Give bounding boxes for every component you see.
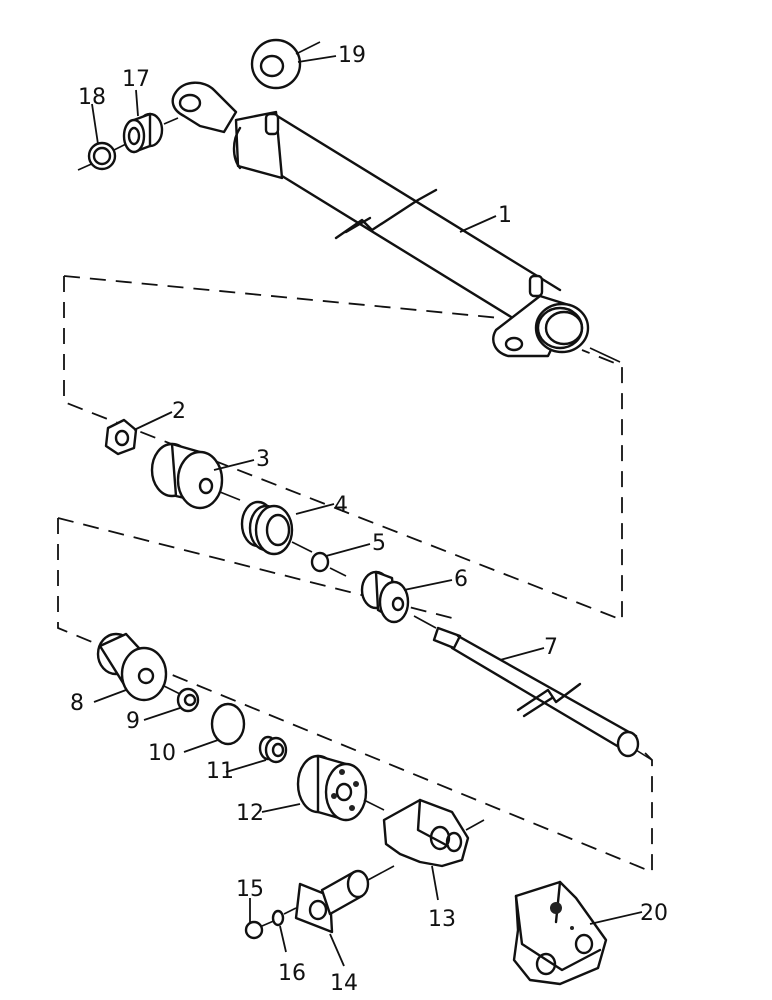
piston-rod-icon — [413, 615, 653, 761]
callout-label-5: 5 — [372, 531, 386, 556]
bushing-icon — [360, 570, 410, 624]
screw-icon — [244, 919, 277, 940]
callout-label-19: 19 — [338, 43, 366, 68]
callout-label-1: 1 — [498, 203, 512, 228]
callout-label-10: 10 — [148, 741, 176, 766]
bushing-icon — [122, 112, 179, 154]
clevis-icon — [382, 798, 485, 868]
washer-icon — [250, 38, 321, 90]
snap-ring-icon — [77, 141, 127, 171]
piston-icon — [150, 442, 241, 510]
callout-label-18: 18 — [78, 85, 106, 110]
callout-label-7: 7 — [544, 635, 558, 660]
callout-label-8: 8 — [70, 691, 84, 716]
o-ring-icon — [310, 551, 347, 577]
washer-icon — [271, 907, 297, 927]
end-cap-icon — [296, 754, 385, 822]
callout-label-13: 13 — [428, 907, 456, 932]
callout-label-20: 20 — [640, 901, 668, 926]
callout-label-15: 15 — [236, 877, 264, 902]
callout-label-4: 4 — [334, 493, 348, 518]
callout-label-6: 6 — [454, 567, 468, 592]
seal-ring-icon — [240, 500, 313, 556]
callout-label-9: 9 — [126, 709, 140, 734]
callout-label-11: 11 — [206, 759, 234, 784]
wiper-seal-icon — [176, 687, 200, 713]
seal-ring-icon — [258, 735, 288, 764]
callout-leader-1 — [459, 215, 497, 233]
pin-plate-icon — [294, 865, 395, 934]
callout-label-12: 12 — [236, 801, 264, 826]
callout-label-16: 16 — [278, 961, 306, 986]
clevis-icon — [512, 880, 608, 986]
assembly-box-upper — [63, 275, 623, 622]
callout-label-2: 2 — [172, 399, 186, 424]
callout-label-17: 17 — [122, 67, 150, 92]
gland-icon — [96, 632, 181, 702]
callout-label-3: 3 — [256, 447, 270, 472]
cylinder-barrel-icon — [171, 81, 621, 363]
nut-icon — [104, 418, 138, 456]
o-ring-icon — [210, 702, 246, 746]
callout-label-14: 14 — [330, 971, 358, 996]
